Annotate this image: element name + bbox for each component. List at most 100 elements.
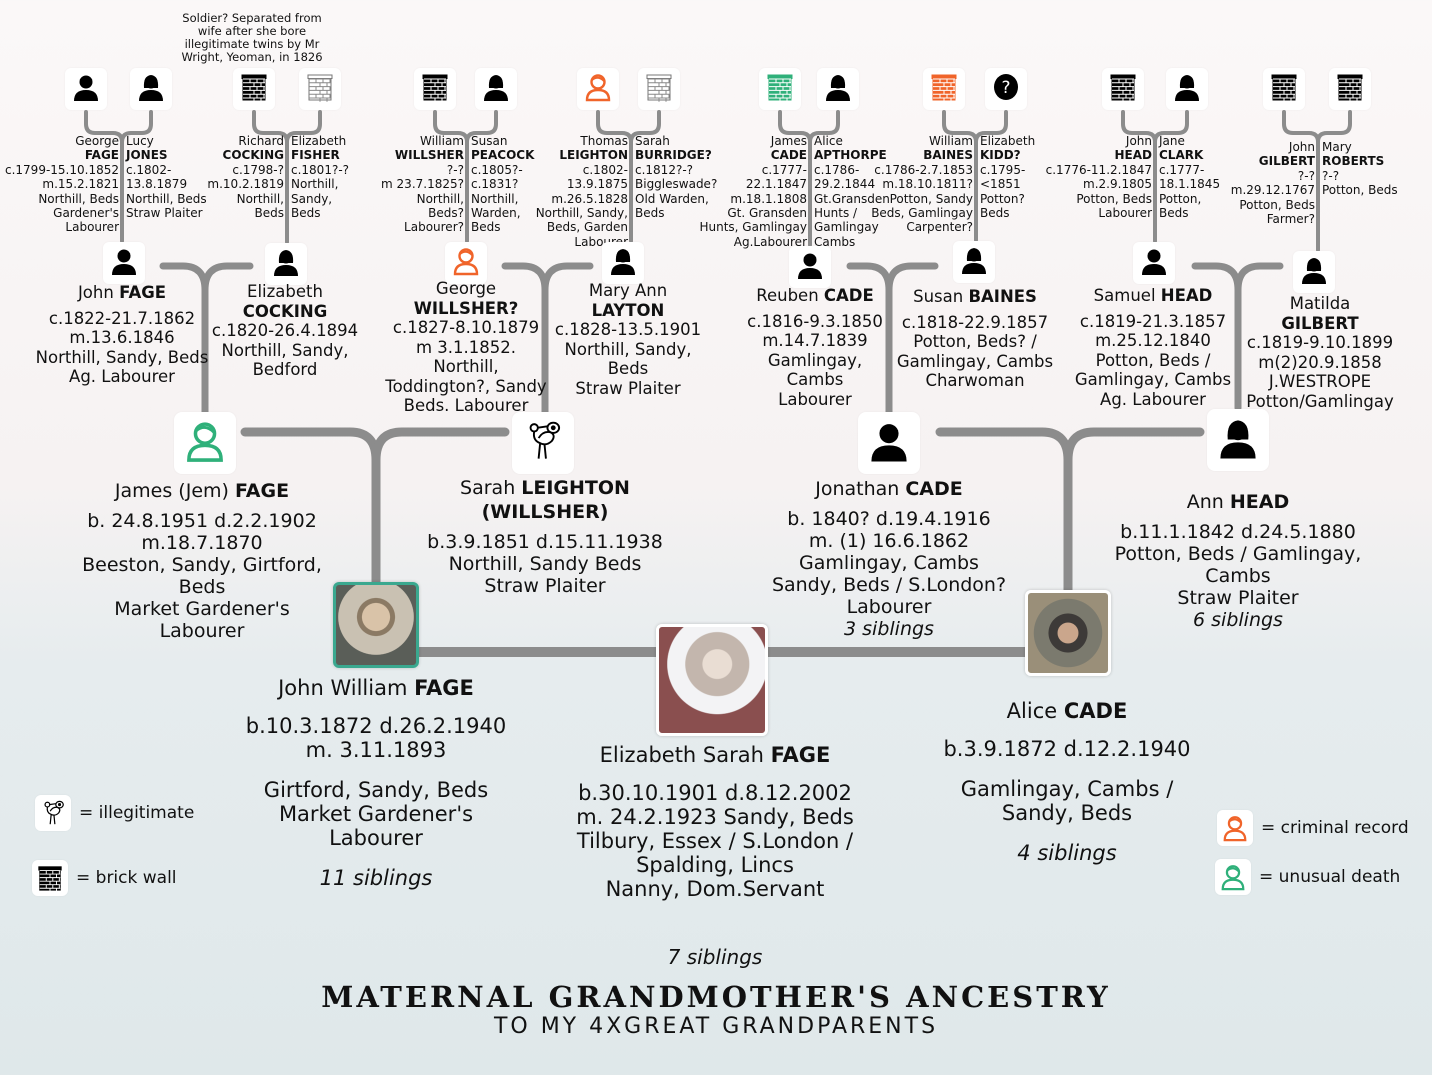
icon-sarah-leighton[interactable]	[512, 412, 574, 474]
surname: LAYTON	[591, 300, 665, 320]
icon-elizabeth-kidd[interactable]: ?	[985, 68, 1027, 110]
icon-mary-ann-layton[interactable]	[602, 242, 644, 284]
icon-thomas-leighton[interactable]	[577, 68, 619, 110]
detail-line: m 23.7.1825?	[381, 177, 464, 192]
icon-jonathan-cade[interactable]	[858, 412, 920, 474]
icon-george-willsher[interactable]	[445, 242, 487, 284]
icon-ann-head[interactable]	[1207, 409, 1269, 471]
detail-line: m.29.12.1767	[1230, 183, 1315, 198]
icon-elizabeth-fisher[interactable]	[299, 68, 341, 110]
icon-lucy-jones[interactable]	[130, 68, 172, 110]
detail-line: Northill, Sandy Beds	[448, 553, 642, 575]
detail-line: Gt. Gransden	[727, 206, 807, 221]
person-name: Samuel HEAD	[1053, 286, 1253, 306]
detail-line: Gamlingay, Cambs	[799, 552, 979, 574]
surname: COCKING	[222, 148, 284, 163]
question-icon: ?	[991, 72, 1021, 106]
detail-line: c.1795-	[980, 162, 1026, 177]
female-icon	[1172, 72, 1202, 106]
icon-william-baines[interactable]	[923, 68, 965, 110]
surname: PEACOCK	[471, 148, 535, 163]
detail-line: Labourer	[65, 220, 119, 235]
detail-line: ?-?	[446, 162, 464, 177]
icon-samuel-head[interactable]	[1133, 242, 1175, 284]
detail-line: Potton, Beds / Gamlingay,	[1114, 543, 1362, 565]
detail-line: Bedford	[252, 360, 318, 379]
detail-line: Labourer	[159, 620, 245, 642]
icon-sarah-burridge[interactable]	[638, 68, 680, 110]
detail-line: m.18.7.1870	[141, 532, 263, 554]
surname: FAGE	[119, 283, 167, 302]
surname: APTHORPE	[814, 148, 887, 163]
icon-elizabeth-cocking[interactable]	[265, 243, 307, 285]
icon-alice-apthorpe[interactable]	[817, 68, 859, 110]
icon-susan-peacock[interactable]	[475, 68, 517, 110]
given-name: George	[435, 279, 497, 298]
icon-james-fage[interactable]	[174, 412, 236, 474]
detail-line: Potton, Beds /	[1095, 350, 1211, 370]
connector-gen4	[120, 110, 153, 144]
icon-george-fage[interactable]	[65, 68, 107, 110]
icon-richard-cocking[interactable]	[233, 68, 275, 110]
detail-line: m.25.12.1840	[1095, 331, 1211, 350]
person-sarah-leighton[interactable]: Sarah LEIGHTON(WILLSHER)b.3.9.1851 d.15.…	[400, 477, 690, 597]
detail-line: c.1820-26.4.1894	[211, 321, 359, 340]
detail-line: 18.1.1845	[1159, 177, 1221, 192]
given-name: Richard	[238, 134, 284, 148]
surname: HEAD	[1229, 491, 1290, 513]
icon-james-cade[interactable]	[759, 68, 801, 110]
icon-john-gilbert[interactable]	[1263, 68, 1305, 110]
surname: KIDD?	[980, 148, 1021, 163]
connector-gen3	[1234, 262, 1284, 294]
detail-line: c.1798-?	[232, 162, 284, 177]
detail-line: Northill, Beds	[126, 191, 207, 206]
icon-reuben-cade[interactable]	[789, 246, 831, 288]
detail-line: b. 24.8.1951 d.2.2.1902	[87, 510, 317, 532]
detail-line: Potton, Beds	[1076, 191, 1152, 206]
brick-wall-icon	[420, 72, 450, 106]
detail-line: b.3.9.1851 d.15.11.1938	[427, 531, 663, 553]
icon-susan-baines[interactable]	[953, 241, 995, 283]
icon-matilda-gilbert[interactable]	[1293, 251, 1335, 293]
given-name: Sarah	[460, 477, 516, 499]
detail-line: Straw Plaiter	[1177, 587, 1299, 609]
connector-gen4	[629, 110, 661, 144]
icon-john-head[interactable]	[1102, 68, 1144, 110]
icon-william-willsher[interactable]	[414, 68, 456, 110]
icon-mary-roberts[interactable]	[1329, 68, 1371, 110]
icon-john-fage[interactable]	[103, 242, 145, 284]
detail-line: b.10.3.1872 d.26.2.1940	[245, 714, 507, 738]
icon-jane-clark[interactable]	[1166, 68, 1208, 110]
